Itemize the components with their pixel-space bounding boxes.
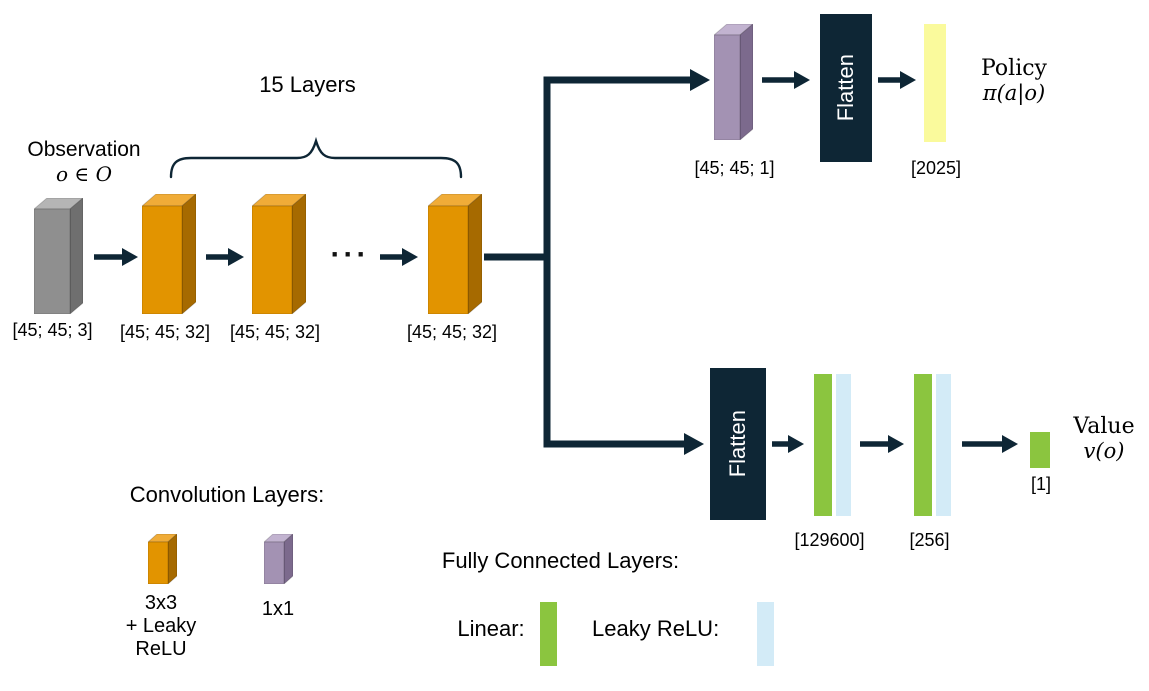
branch-value-connector (543, 257, 704, 455)
observation-title: Observation (27, 138, 141, 161)
value-fc2-linear-bar (914, 374, 932, 516)
ellipsis-conv-layers: ··· (330, 238, 370, 271)
legend-linear-label: Linear: (457, 616, 525, 641)
layers-count-label: 15 Layers (259, 72, 356, 97)
policy-flatten-label: Flatten (833, 54, 858, 122)
value-fc1-dims-label: [129600] (794, 530, 865, 550)
legend-linear-bar (540, 602, 557, 666)
value-title: Value (1073, 414, 1135, 439)
value-flatten-label: Flatten (725, 410, 750, 478)
observation-label: Observation o ∈ O (18, 138, 150, 186)
arrow-fc2-to-value-output (962, 435, 1018, 453)
legend-conv3x3-label: 3x3 + Leaky ReLU (108, 592, 214, 661)
observation-math: o ∈ O (56, 162, 112, 186)
policy-flatten-box: Flatten (820, 14, 872, 162)
value-head-label: Value v(o) (1058, 414, 1149, 463)
policy-title: Policy (981, 56, 1047, 81)
slab-front-face (252, 205, 293, 314)
value-fc2-relu-bar (936, 374, 951, 516)
policy-conv-1x1-slab (714, 24, 753, 140)
arrow-policyconv-to-flatten (762, 71, 810, 89)
legend-leaky-label: Leaky ReLU: (592, 616, 720, 641)
conv1-dims-label: [45; 45; 32] (119, 322, 211, 342)
value-fc2-dims-label: [256] (909, 530, 950, 550)
policy-conv-dims-label: [45; 45; 1] (694, 158, 775, 178)
arrow-conv1-to-conv2 (206, 248, 244, 266)
slab-front-face (428, 205, 469, 314)
value-output-dims-label: [1] (1030, 474, 1051, 494)
arrow-flatten-to-policy-output (878, 71, 916, 89)
slab-front-face (34, 208, 71, 314)
policy-output-dims-label: [2025] (910, 158, 962, 178)
legend-conv-title: Convolution Layers: (129, 482, 325, 507)
legend-conv1x1-label: 1x1 (261, 598, 295, 620)
slab-side-face (291, 194, 306, 314)
legend-conv3x3-slab (148, 534, 177, 584)
slab-front-face (714, 34, 741, 140)
legend-3x3-line1: 3x3 (144, 592, 178, 614)
value-flatten-box: Flatten (710, 368, 766, 520)
slab-front-face (142, 205, 183, 314)
value-fc1-relu-bar (836, 374, 851, 516)
value-math: v(o) (1083, 439, 1125, 463)
slab-side-face (283, 534, 293, 584)
policy-output-bar (924, 24, 946, 142)
input-dims-label: [45; 45; 3] (12, 320, 93, 340)
value-fc1-linear-bar (814, 374, 832, 516)
legend-leaky-bar (757, 602, 774, 666)
legend-3x3-line2: + Leaky (125, 615, 197, 637)
slab-front-face (264, 541, 285, 584)
input-observation-slab (34, 198, 83, 314)
arrow-dots-to-conv3 (380, 248, 418, 266)
slab-side-face (181, 194, 196, 314)
arrow-flatten-to-fc1 (772, 435, 804, 453)
policy-head-label: Policy π(a|o) (966, 56, 1062, 105)
legend-fc-title: Fully Connected Layers: (441, 548, 680, 573)
layers-brace (169, 136, 463, 179)
slab-side-face (467, 194, 482, 314)
conv-layer-2-slab (252, 194, 306, 314)
slab-side-face (167, 534, 177, 584)
branch-policy-connector (543, 69, 710, 257)
slab-side-face (739, 24, 753, 140)
conv3-dims-label: [45; 45; 32] (406, 322, 498, 342)
arrow-fc1-to-fc2 (860, 435, 904, 453)
slab-side-face (69, 198, 83, 314)
legend-conv1x1-slab (264, 534, 293, 584)
legend-3x3-line3: ReLU (135, 638, 187, 660)
arrow-input-to-conv1 (94, 248, 138, 266)
conv2-dims-label: [45; 45; 32] (229, 322, 321, 342)
conv-layer-15-slab (428, 194, 482, 314)
conv-layer-1-slab (142, 194, 196, 314)
slab-front-face (148, 541, 169, 584)
policy-math: π(a|o) (982, 81, 1046, 105)
value-output-bar (1030, 432, 1050, 468)
